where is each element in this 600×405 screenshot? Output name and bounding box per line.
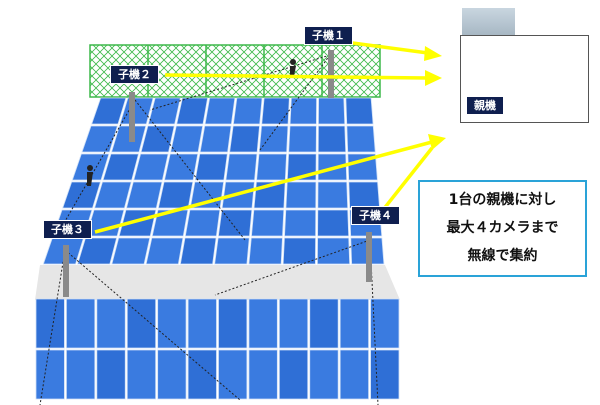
solar-panel	[184, 209, 221, 237]
camera-3-label: 子機３	[43, 220, 92, 239]
info-box: 1台の親機に対し 最大４カメラまで 無線で集約	[418, 180, 587, 277]
camera-poles	[63, 50, 372, 297]
solar-panel	[348, 181, 381, 209]
solar-panel	[317, 181, 349, 209]
solar-panel	[94, 181, 132, 209]
info-line-1: 1台の親機に対し	[448, 192, 557, 208]
solar-panel	[140, 125, 175, 153]
solar-panel	[111, 237, 151, 265]
solar-panel	[309, 298, 339, 349]
solar-panel	[370, 298, 400, 349]
solar-panel	[176, 97, 209, 125]
solar-panel	[35, 298, 65, 349]
solar-panel	[66, 298, 96, 349]
solar-panel	[282, 237, 316, 265]
solar-panel	[187, 349, 217, 400]
solar-panel	[147, 97, 181, 125]
solar-panel	[157, 298, 187, 349]
solar-panel	[133, 153, 169, 181]
solar-panel	[346, 125, 376, 153]
solar-panel	[126, 349, 157, 400]
solar-panel	[345, 97, 374, 125]
solar-panel	[125, 181, 163, 209]
solar-panel	[225, 153, 258, 181]
solar-panel	[102, 153, 140, 181]
solar-panel	[214, 237, 250, 265]
solar-panel	[370, 349, 400, 400]
intruder-icons	[87, 59, 296, 186]
wireless-arrows	[94, 38, 446, 234]
parent-unit-label: 親機	[466, 96, 504, 115]
camera-2-label: 子機２	[110, 65, 159, 84]
solar-panel	[229, 125, 260, 153]
camera-1-label: 子機１	[304, 26, 353, 45]
solar-panel	[119, 97, 154, 125]
info-line-3: 無線で集約	[467, 248, 538, 264]
solar-panel	[77, 237, 118, 265]
solar-panel	[317, 125, 347, 153]
solar-panel	[317, 209, 350, 237]
camera-fov-lines	[39, 54, 379, 405]
solar-panel	[204, 97, 236, 125]
solar-panel	[256, 153, 288, 181]
solar-panel	[339, 349, 369, 400]
solar-panel	[179, 237, 217, 265]
solar-panel	[217, 209, 253, 237]
solar-panel	[218, 349, 248, 400]
solar-panel	[258, 125, 289, 153]
ground-shadow	[35, 265, 400, 300]
solar-panel	[96, 349, 126, 400]
solar-panel	[289, 97, 317, 125]
solar-panel	[194, 153, 228, 181]
solar-panel	[110, 125, 147, 153]
solar-panel	[232, 97, 263, 125]
solar-panel	[62, 181, 101, 209]
solar-panel	[285, 181, 317, 209]
solar-panel	[347, 153, 378, 181]
solar-panel	[309, 349, 339, 400]
solar-panel	[318, 97, 346, 125]
solar-panel	[278, 349, 309, 400]
info-line-2: 最大４カメラまで	[446, 220, 559, 236]
solar-panel	[157, 349, 187, 400]
solar-panel	[145, 237, 184, 265]
solar-panel	[199, 125, 232, 153]
solar-panel	[248, 237, 283, 265]
solar-panel	[96, 298, 126, 349]
solar-panel	[248, 349, 278, 400]
solar-panel	[170, 125, 204, 153]
solar-panel	[284, 209, 317, 237]
solar-panel	[261, 97, 290, 125]
solar-panel	[91, 97, 127, 125]
solar-panel	[248, 298, 278, 349]
solar-panel	[163, 153, 199, 181]
solar-panel	[317, 237, 351, 265]
solar-panel	[339, 298, 369, 349]
camera-4-label: 子機４	[351, 206, 400, 225]
solar-panel	[157, 181, 194, 209]
solar-panel	[251, 209, 285, 237]
solar-panel	[35, 349, 65, 400]
solar-panel	[218, 298, 248, 349]
solar-panels	[35, 97, 400, 400]
solar-panel	[288, 125, 317, 153]
solar-panel	[187, 298, 217, 349]
solar-panel	[66, 349, 96, 400]
solar-panel	[126, 298, 157, 349]
solar-panel	[278, 298, 309, 349]
